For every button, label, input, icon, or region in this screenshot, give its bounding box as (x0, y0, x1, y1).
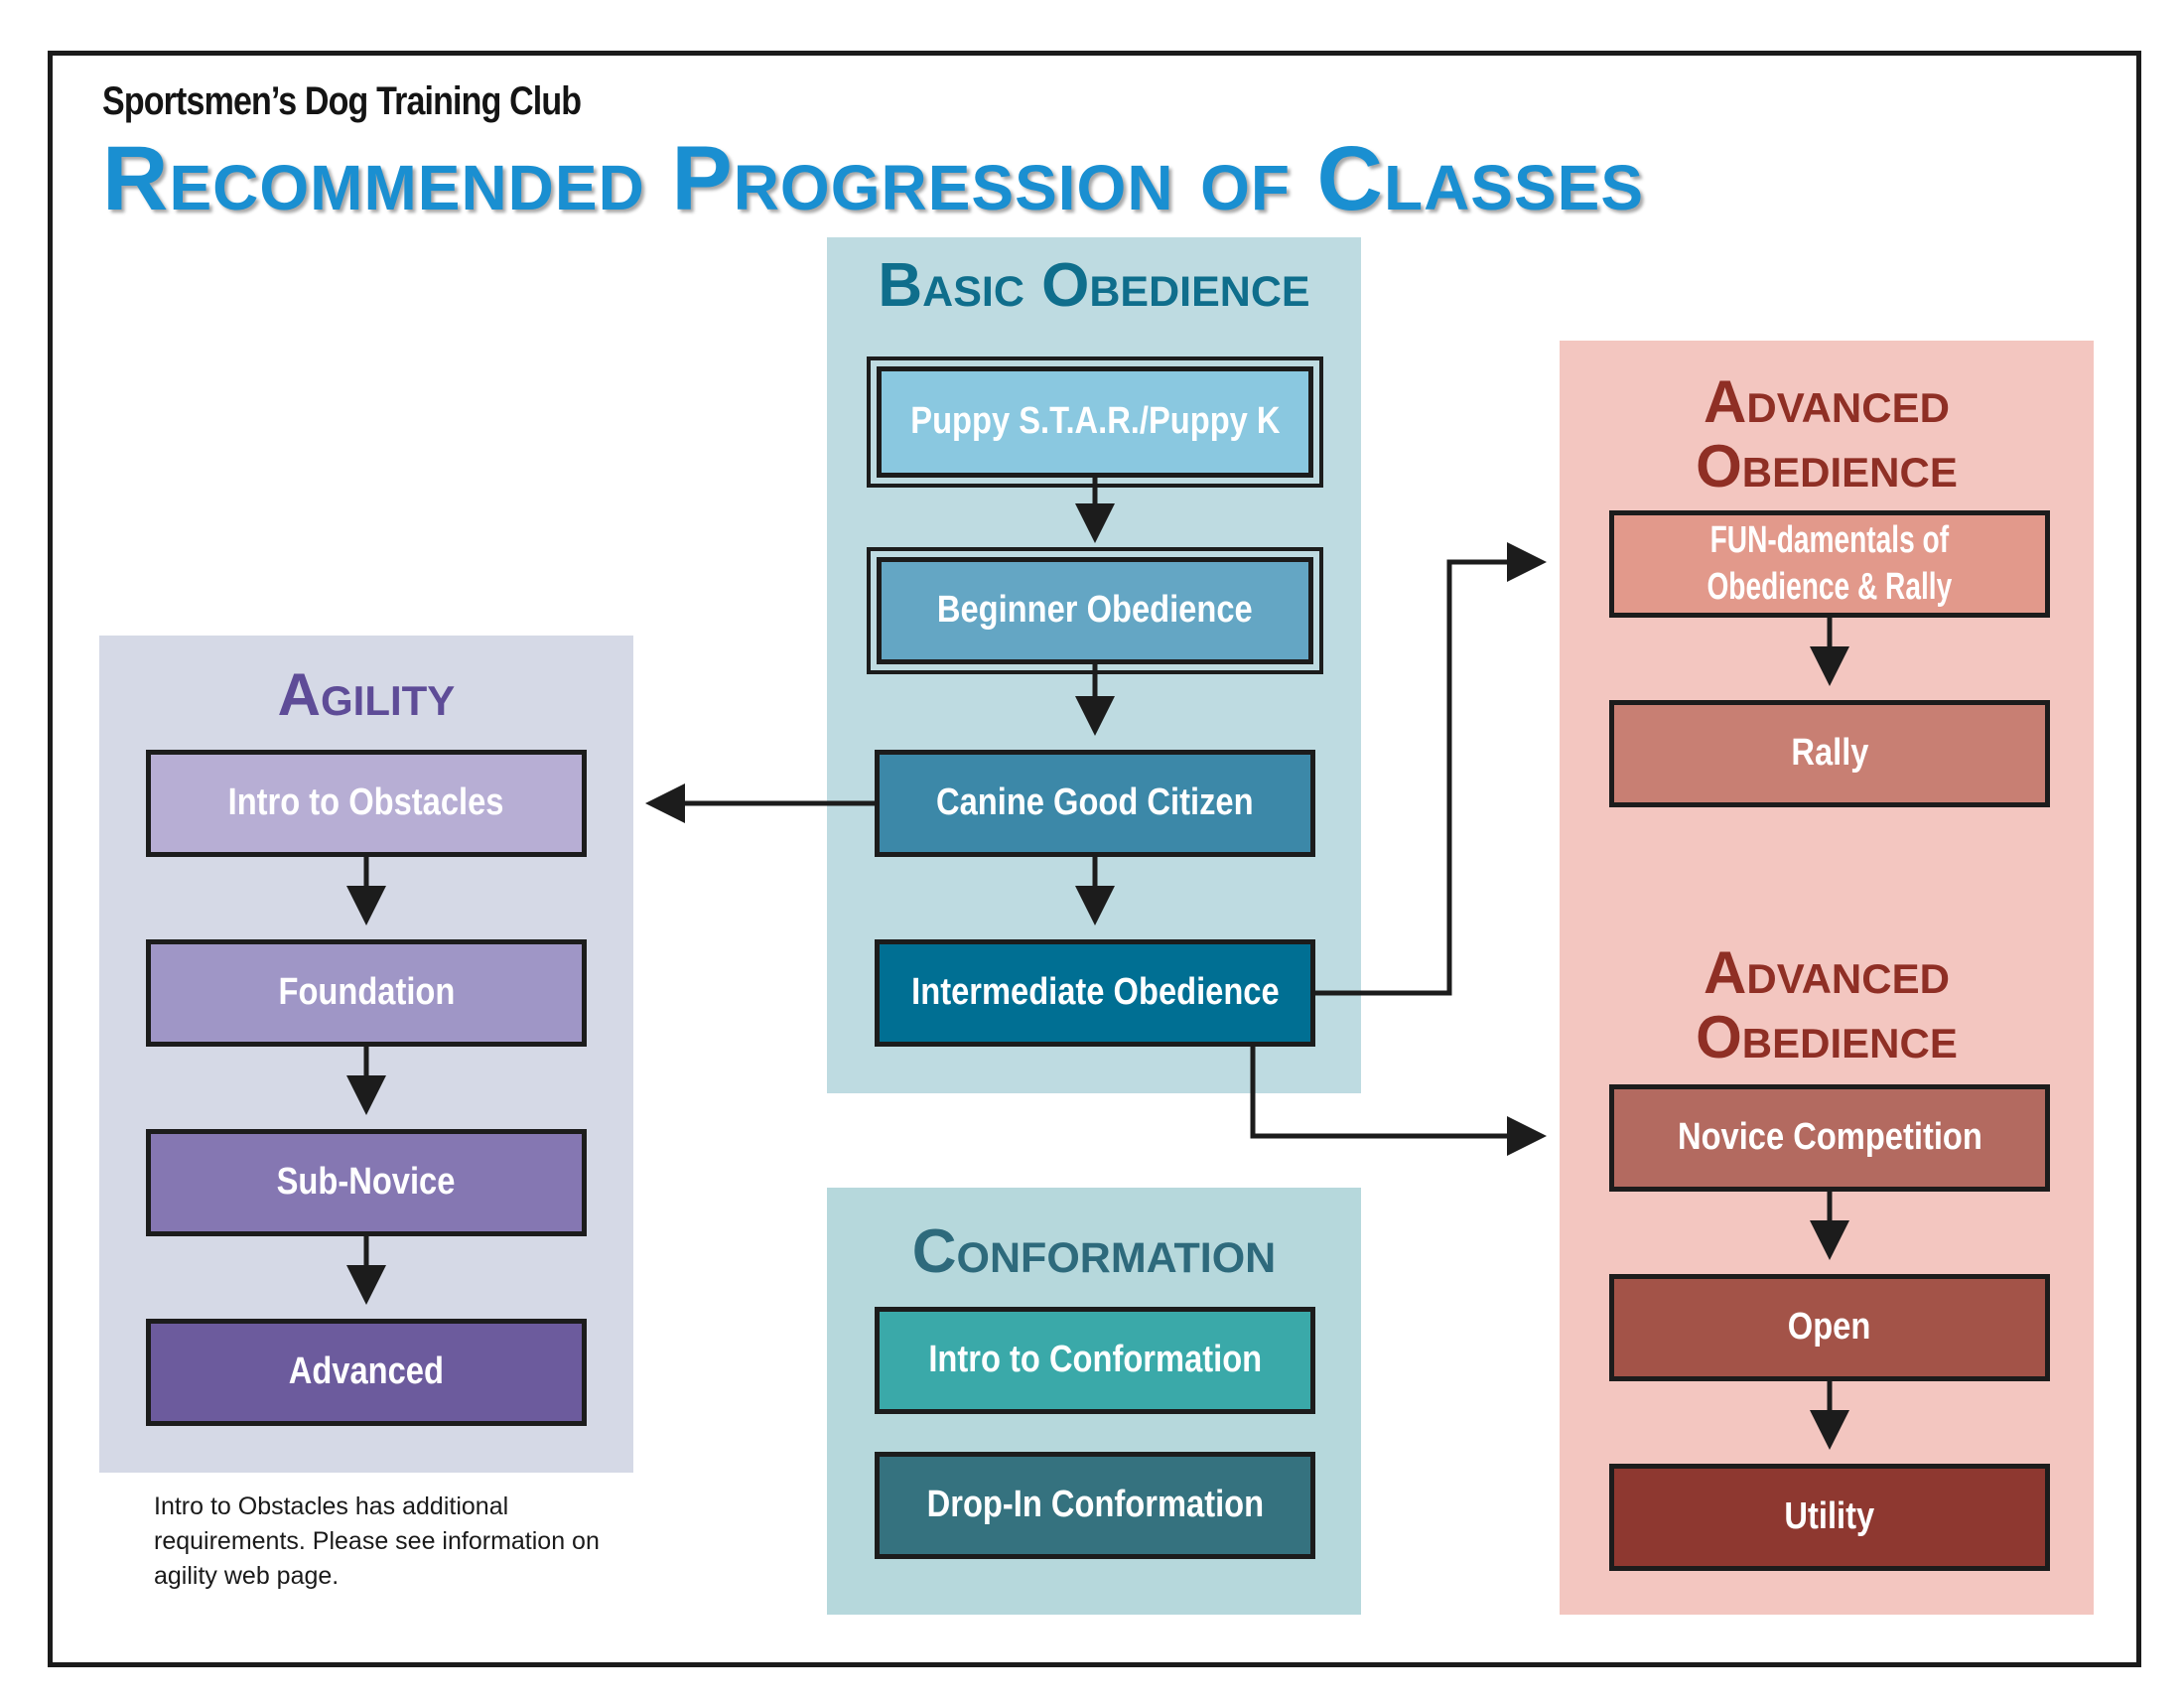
basic-obedience-heading: Basic Obedience (878, 251, 1310, 320)
heading-line: Advanced (1704, 939, 1950, 1006)
class-label: Intermediate Obedience (910, 971, 1280, 1014)
class-rally: Rally (1609, 700, 2050, 807)
class-fundamentals-obedience-rally: FUN-damentals of Obedience & Rally (1609, 510, 2050, 618)
class-label: Puppy S.T.A.R./Puppy K (909, 400, 1281, 443)
heading-line: Obedience (1696, 432, 1958, 499)
class-agility-advanced: Advanced (146, 1319, 587, 1426)
class-label: Drop-In Conformation (926, 1484, 1264, 1526)
heading-line: Obedience (1696, 1003, 1958, 1070)
class-label: Novice Competition (1677, 1116, 1982, 1159)
class-intermediate-obedience: Intermediate Obedience (875, 939, 1315, 1047)
class-label: Utility (1784, 1495, 1875, 1538)
class-canine-good-citizen: Canine Good Citizen (875, 750, 1315, 857)
class-foundation: Foundation (146, 939, 587, 1047)
class-label-group: FUN-damentals of Obedience & Rally (1688, 517, 1973, 612)
agility-note: Intro to Obstacles has additional requir… (154, 1492, 600, 1590)
club-name: Sportsmen’s Dog Training Club (102, 79, 582, 123)
class-open: Open (1609, 1274, 2050, 1381)
conformation-heading: Conformation (911, 1217, 1277, 1286)
class-drop-in-conformation: Drop-In Conformation (875, 1452, 1315, 1559)
arrow-intermediate-to-fundamentals (1315, 542, 1547, 996)
class-label: Canine Good Citizen (936, 781, 1254, 824)
advanced-obedience-heading-competition: Advanced Obedience (1560, 939, 2094, 1070)
class-intro-to-conformation: Intro to Conformation (875, 1307, 1315, 1414)
class-label-line: Obedience & Rally (1706, 566, 1953, 608)
class-puppy-star: Puppy S.T.A.R./Puppy K (867, 356, 1323, 488)
class-intro-to-obstacles: Intro to Obstacles (146, 750, 587, 857)
class-label: Open (1788, 1306, 1871, 1349)
class-utility: Utility (1609, 1464, 2050, 1571)
heading-line: Advanced (1704, 368, 1950, 435)
class-label: Rally (1790, 732, 1869, 775)
class-label: Beginner Obedience (937, 589, 1253, 632)
class-label: Sub-Novice (277, 1161, 456, 1204)
class-label: Foundation (278, 971, 455, 1014)
advanced-obedience-heading-rally: Advanced Obedience (1560, 368, 2094, 499)
class-label: Intro to Conformation (928, 1339, 1262, 1381)
agility-heading: Agility (277, 661, 456, 728)
class-novice-competition: Novice Competition (1609, 1084, 2050, 1192)
page-title: Recommended Progression of Classes (102, 128, 1645, 229)
class-sub-novice: Sub-Novice (146, 1129, 587, 1236)
arrow-intermediate-to-novice (1250, 1047, 1547, 1156)
class-label: Intro to Obstacles (228, 781, 504, 824)
class-label: Advanced (288, 1350, 445, 1393)
class-beginner-obedience: Beginner Obedience (867, 547, 1323, 674)
class-label-line: FUN-damentals of (1709, 518, 1950, 561)
